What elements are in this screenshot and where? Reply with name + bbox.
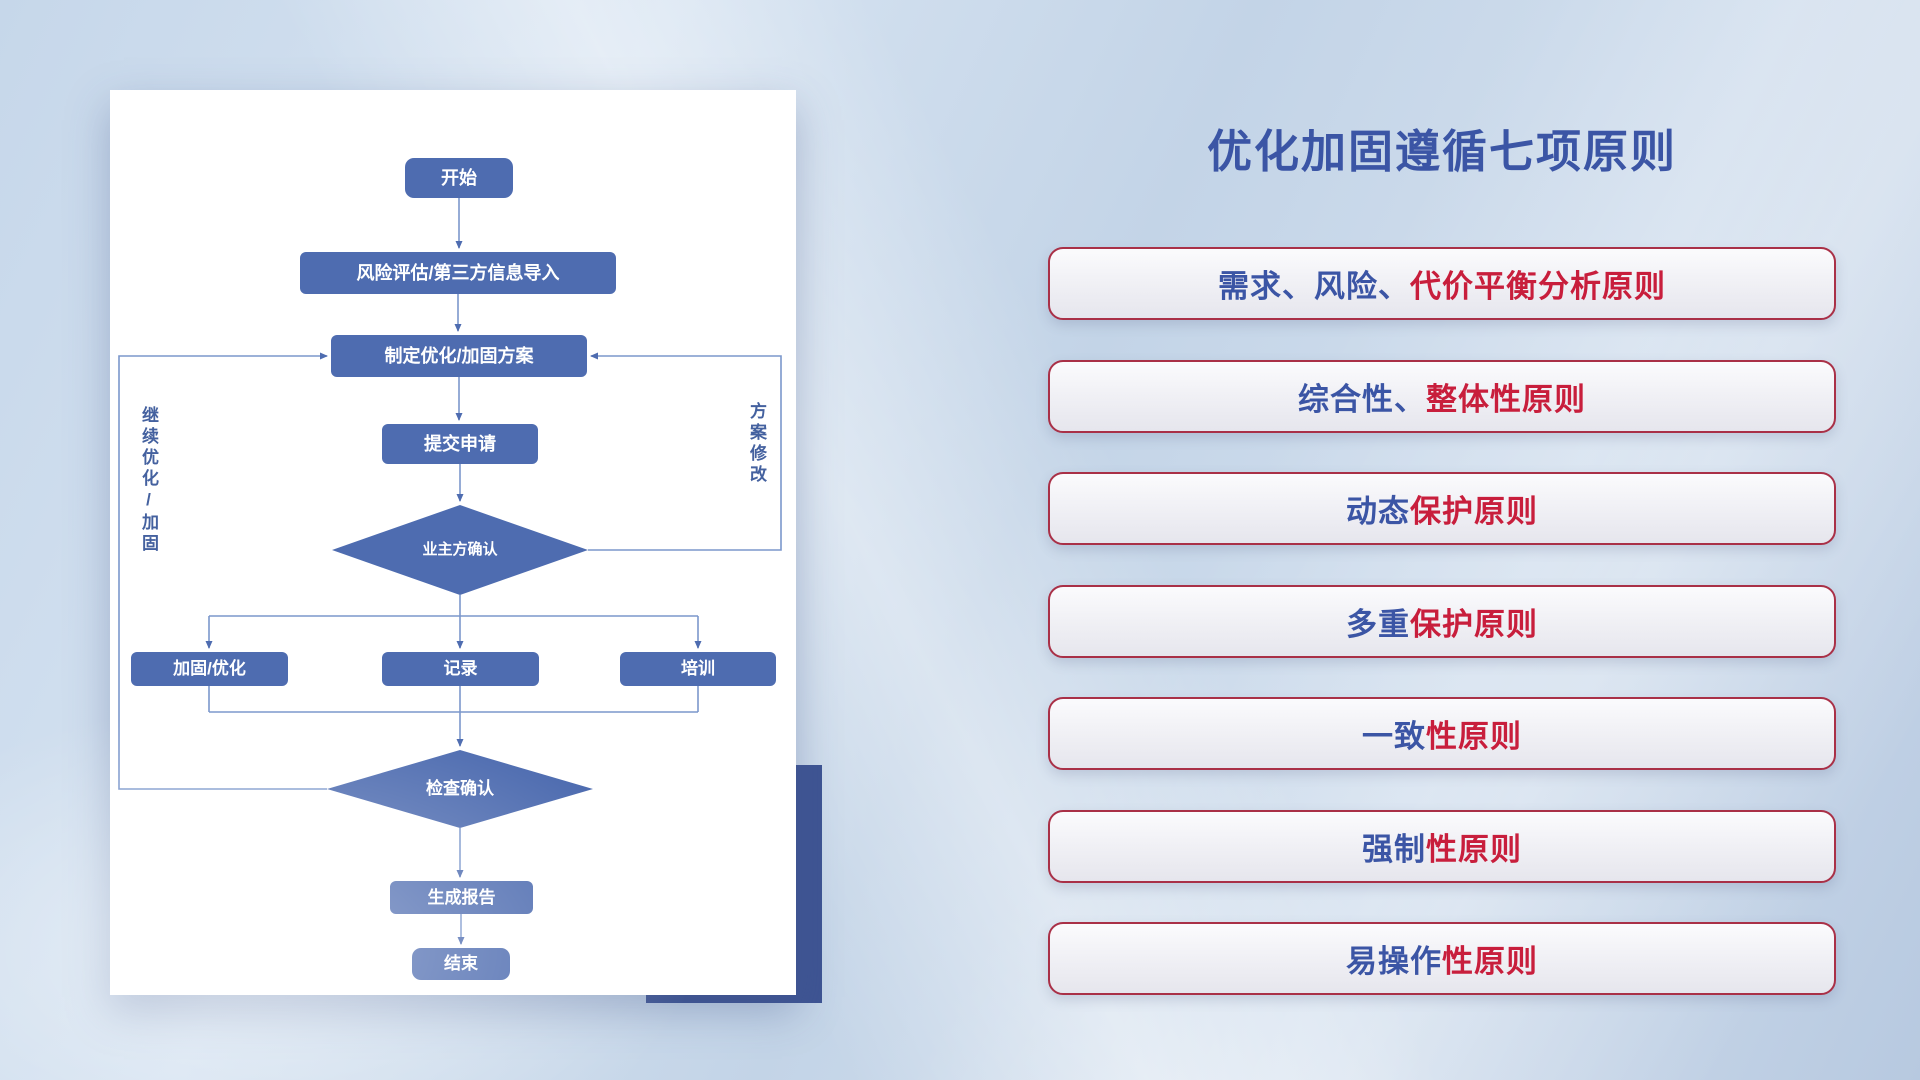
principle-1-text-red: 代价平衡分析原则: [1410, 269, 1666, 304]
flow-node-start-label: 开始: [441, 167, 477, 188]
loop-label-continue-optimize: 继续优化/加固: [139, 406, 158, 555]
loop-label-plan-revise: 方案修改: [747, 402, 766, 486]
flow-node-record-label: 记录: [443, 659, 478, 679]
principle-6-text-red: 性原则: [1426, 832, 1522, 867]
flow-decision-owner-confirm-label: 业主方确认: [422, 541, 498, 559]
principle-3-text-blue: 动态: [1346, 494, 1410, 529]
principle-4-text-red: 保护原则: [1410, 607, 1538, 642]
principle-7-text-blue: 易操作: [1346, 944, 1442, 979]
principle-pill-4: 多重保护原则: [1048, 585, 1836, 658]
flow-node-record: 记录: [382, 652, 539, 686]
principle-2-text-blue: 综合性、: [1298, 382, 1426, 417]
principle-5-text-red: 性原则: [1426, 719, 1522, 754]
page-title: 优化加固遵循七项原则: [1206, 126, 1677, 177]
principle-pill-5: 一致性原则: [1048, 697, 1836, 770]
flow-node-train: 培训: [620, 652, 776, 686]
principle-6-text-blue: 强制: [1362, 832, 1426, 867]
principle-4-text-blue: 多重: [1346, 607, 1410, 642]
principle-7-text-red: 性原则: [1442, 944, 1538, 979]
principle-1-text-blue: 需求、风险、: [1218, 269, 1410, 304]
flow-node-end: 结束: [412, 948, 510, 980]
flow-node-submit-label: 提交申请: [424, 433, 496, 454]
principle-pill-1: 需求、风险、代价平衡分析原则: [1048, 247, 1836, 320]
flow-node-make-plan: 制定优化/加固方案: [331, 335, 587, 377]
principle-2-text-red: 整体性原则: [1426, 382, 1586, 417]
flow-node-risk-import: 风险评估/第三方信息导入: [300, 252, 616, 294]
flow-node-risk-import-label: 风险评估/第三方信息导入: [356, 262, 560, 283]
flow-node-start: 开始: [405, 158, 513, 198]
principle-pill-3: 动态保护原则: [1048, 472, 1836, 545]
principle-5-text-blue: 一致: [1362, 719, 1426, 754]
flowchart-connectors: [118, 198, 782, 945]
flow-node-end-label: 结束: [444, 954, 478, 974]
principle-pill-6: 强制性原则: [1048, 810, 1836, 883]
principle-pill-7: 易操作性原则: [1048, 922, 1836, 995]
flow-node-train-label: 培训: [681, 659, 715, 679]
flow-node-report-label: 生成报告: [427, 887, 496, 907]
principle-pill-2: 综合性、整体性原则: [1048, 360, 1836, 433]
flow-node-make-plan-label: 制定优化/加固方案: [384, 345, 534, 366]
flow-node-reinforce: 加固/优化: [131, 652, 288, 686]
flow-decision-check-confirm-label: 检查确认: [426, 779, 494, 799]
flow-node-submit: 提交申请: [382, 424, 538, 464]
flow-node-reinforce-label: 加固/优化: [173, 659, 246, 679]
principle-3-text-red: 保护原则: [1410, 494, 1538, 529]
flowchart-card: 开始 风险评估/第三方信息导入 制定优化/加固方案 提交申请 业主方确认 加固/…: [110, 90, 796, 995]
flow-node-report: 生成报告: [390, 881, 533, 914]
